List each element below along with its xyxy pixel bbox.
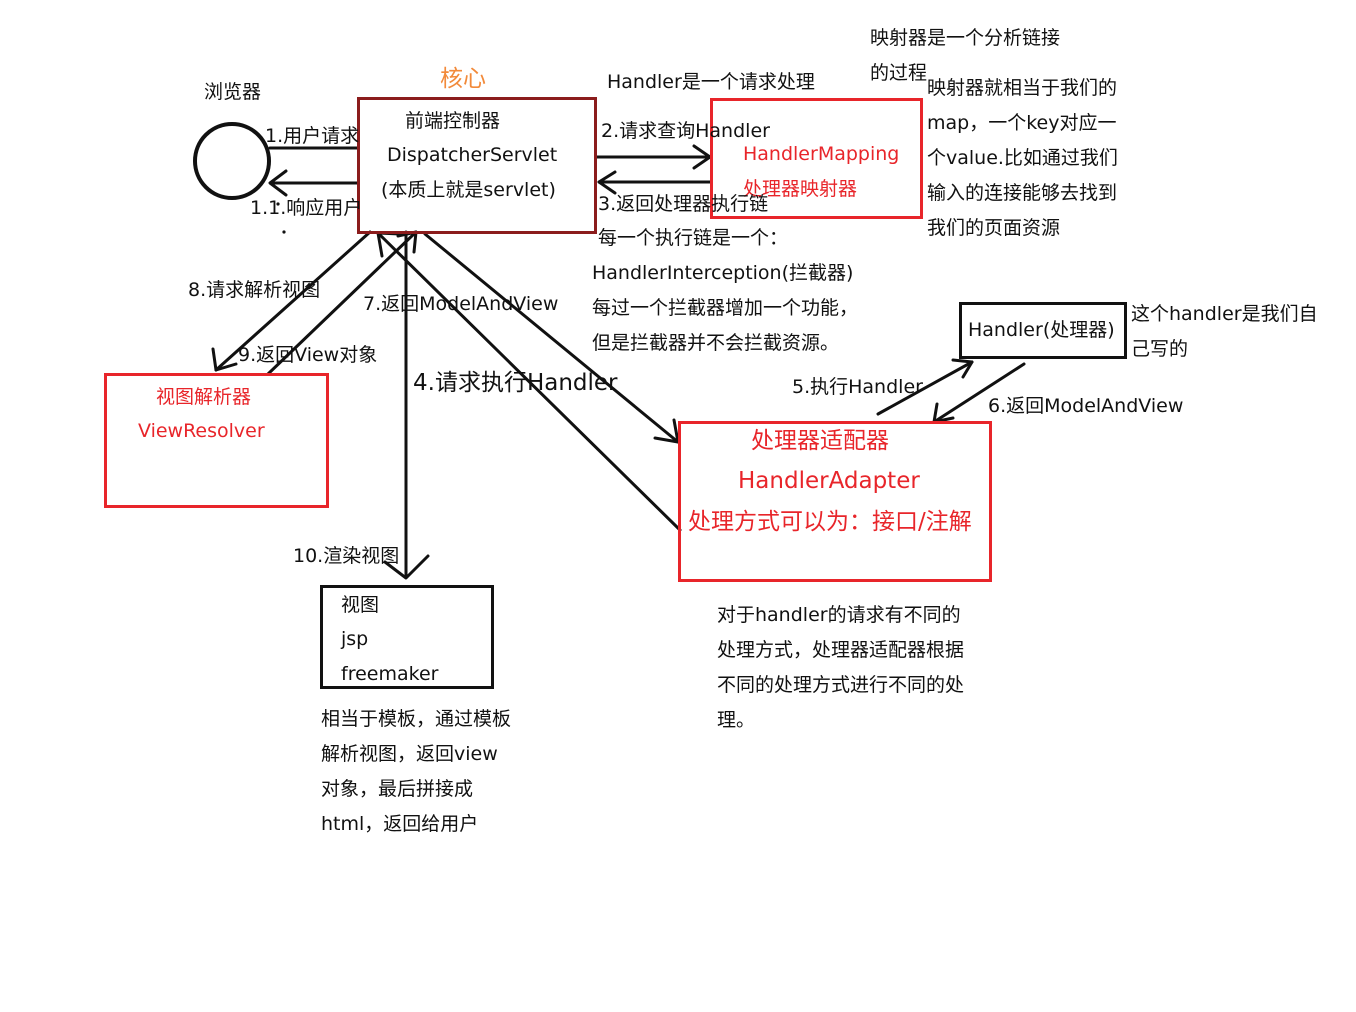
note-line: 对象，最后拼接成: [321, 778, 474, 800]
arrow-9-return-view: [266, 230, 418, 376]
dispatcher-title: 前端控制器: [405, 110, 501, 132]
resolver-name: ViewResolver: [138, 420, 265, 442]
step-8-label: 8.请求解析视图: [188, 279, 321, 301]
note-line: 处理方式，处理器适配器根据: [717, 639, 965, 661]
step-6-label: 6.返回ModelAndView: [988, 395, 1184, 417]
handler-adapter-box: [678, 421, 992, 582]
view-title: 视图: [341, 594, 380, 616]
note-line: 不同的处理方式进行不同的处: [717, 674, 965, 696]
arrow-3-head: [597, 170, 617, 195]
step-10-label: 10.渲染视图: [293, 545, 400, 567]
dispatcher-servlet-box: [357, 97, 597, 234]
step-1-1-label: 1.1.响应用户: [250, 197, 363, 219]
note-line: 个value.比如通过我们: [927, 147, 1118, 169]
step-1-label: 1.用户请求: [265, 125, 360, 147]
arrow-6-return-mav: [932, 362, 1026, 424]
note-line: 的过程: [870, 62, 928, 84]
note-line: html，返回给用户: [321, 813, 479, 835]
step-7-label: 7.返回ModelAndView: [363, 293, 559, 315]
note-execution-chain: 每一个执行链是一个： HandlerInterception(拦截器) 每过一个…: [592, 221, 858, 361]
handler-mapping-box: [710, 98, 923, 219]
step-3-label: 3.返回处理器执行链: [598, 193, 769, 215]
arrow-8-head: [211, 347, 238, 372]
note-line: 每一个执行链是一个：: [598, 227, 789, 249]
handler-mapping-title: 处理器映射器: [743, 178, 858, 200]
arrow-8-resolve-view: [214, 230, 372, 372]
adapter-title: 处理器适配器: [751, 428, 889, 454]
core-label: 核心: [440, 66, 486, 92]
browser-circle-icon: [193, 122, 271, 200]
note-handler-is: Handler是一个请求处理: [607, 71, 815, 93]
resolver-title: 视图解析器: [156, 386, 252, 408]
view-freemaker: freemaker: [341, 663, 439, 685]
note-line: 输入的连接能够去找到: [927, 182, 1118, 204]
arrow-5-head: [951, 358, 974, 379]
note-line: 解析视图，返回view: [321, 743, 498, 765]
note-line: 理。: [717, 709, 756, 731]
view-box: [320, 585, 494, 689]
arrow-7-return-mav: [376, 231, 682, 532]
adapter-note: 处理方式可以为：接口/注解: [688, 509, 972, 535]
handler-mapping-name: HandlerMapping: [743, 143, 900, 165]
view-jsp: jsp: [341, 628, 369, 650]
note-line: 但是拦截器并不会拦截资源。: [592, 332, 840, 354]
step-9-label: 9.返回View对象: [238, 344, 378, 366]
dispatcher-note: (本质上就是servlet): [381, 179, 556, 201]
arrow-10-head: [383, 554, 430, 580]
dispatcher-name: DispatcherServlet: [387, 144, 558, 166]
arrow-4-execute-handler: [423, 232, 680, 444]
handler-box: [959, 302, 1127, 359]
note-line: 这个handler是我们自: [1131, 303, 1318, 325]
view-resolver-box: [104, 373, 329, 508]
adapter-name: HandlerAdapter: [738, 468, 920, 494]
note-line: HandlerInterception(拦截器): [592, 262, 854, 284]
note-mapper-analysis: 映射器是一个分析链接 的过程: [870, 21, 1060, 91]
note-mapper-map: 映射器就相当于我们的 map，一个key对应一 个value.比如通过我们 输入…: [927, 71, 1118, 246]
note-line: 映射器是一个分析链接: [870, 27, 1061, 49]
note-line: 相当于模板，通过模板: [321, 708, 512, 730]
note-line: map，一个key对应一: [927, 112, 1117, 134]
note-line: 映射器就相当于我们的: [927, 77, 1118, 99]
step-5-label: 5.执行Handler: [792, 376, 923, 398]
browser-label: 浏览器: [204, 81, 262, 103]
handler-label: Handler(处理器): [968, 319, 1115, 341]
arrow-5-exec: [876, 360, 974, 416]
note-line: 每过一个拦截器增加一个功能，: [592, 297, 859, 319]
step-2-label: 2.请求查询Handler: [601, 120, 770, 142]
note-line: 我们的页面资源: [927, 217, 1061, 239]
note-line: 对于handler的请求有不同的: [717, 604, 961, 626]
note-line: 己写的: [1131, 338, 1189, 360]
note-view-desc: 相当于模板，通过模板 解析视图，返回view 对象，最后拼接成 html，返回给…: [321, 702, 511, 842]
step-4-label: 4.请求执行Handler: [413, 370, 618, 396]
note-handler-self: 这个handler是我们自 己写的: [1131, 297, 1318, 367]
arrow-1-1-head: [268, 169, 288, 197]
note-adapter-desc: 对于handler的请求有不同的 处理方式，处理器适配器根据 不同的处理方式进行…: [717, 598, 964, 738]
